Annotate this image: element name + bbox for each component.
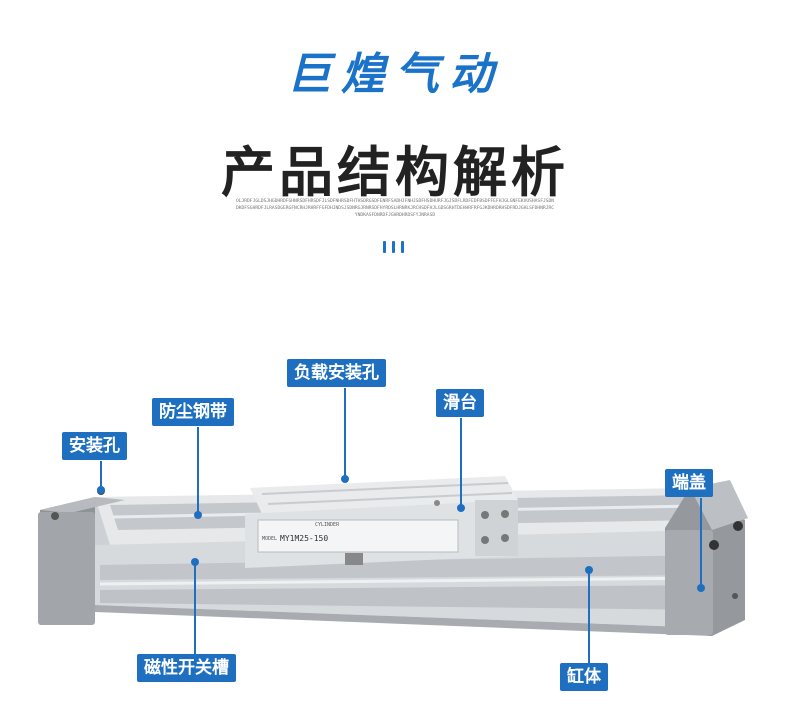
divider-ticks	[383, 238, 410, 257]
callout-body: 缸体	[560, 663, 608, 691]
callout-end-cap: 端盖	[665, 469, 713, 497]
brand-logo: 巨煌气动	[287, 49, 503, 100]
name-plate	[257, 519, 459, 553]
callout-switch-slot: 磁性开关槽	[137, 654, 236, 682]
left-end-cap-top	[40, 497, 125, 513]
callout-slide: 滑台	[436, 389, 484, 417]
slide-connector	[345, 553, 363, 565]
plate-model-label: MODEL	[262, 536, 278, 542]
callout-dust-band: 防尘钢带	[152, 398, 234, 426]
plate-type: CYLINDER	[315, 522, 340, 528]
callout-load-hole: 负载安装孔	[287, 359, 386, 387]
switch-slot-groove	[100, 555, 712, 580]
right-mount-hole	[733, 521, 743, 531]
right-end-cap	[665, 530, 713, 635]
left-end-cap	[38, 512, 95, 625]
page-title: 产品结构解析	[221, 141, 569, 204]
decorative-subtext: OLJRDFJGLDSJHGDHRDFGHNRSDFHRSDFJLSDFNHRS…	[235, 199, 555, 218]
plate-model: MY1M25-150	[280, 534, 329, 543]
callout-mount-hole: 安装孔	[62, 432, 127, 460]
